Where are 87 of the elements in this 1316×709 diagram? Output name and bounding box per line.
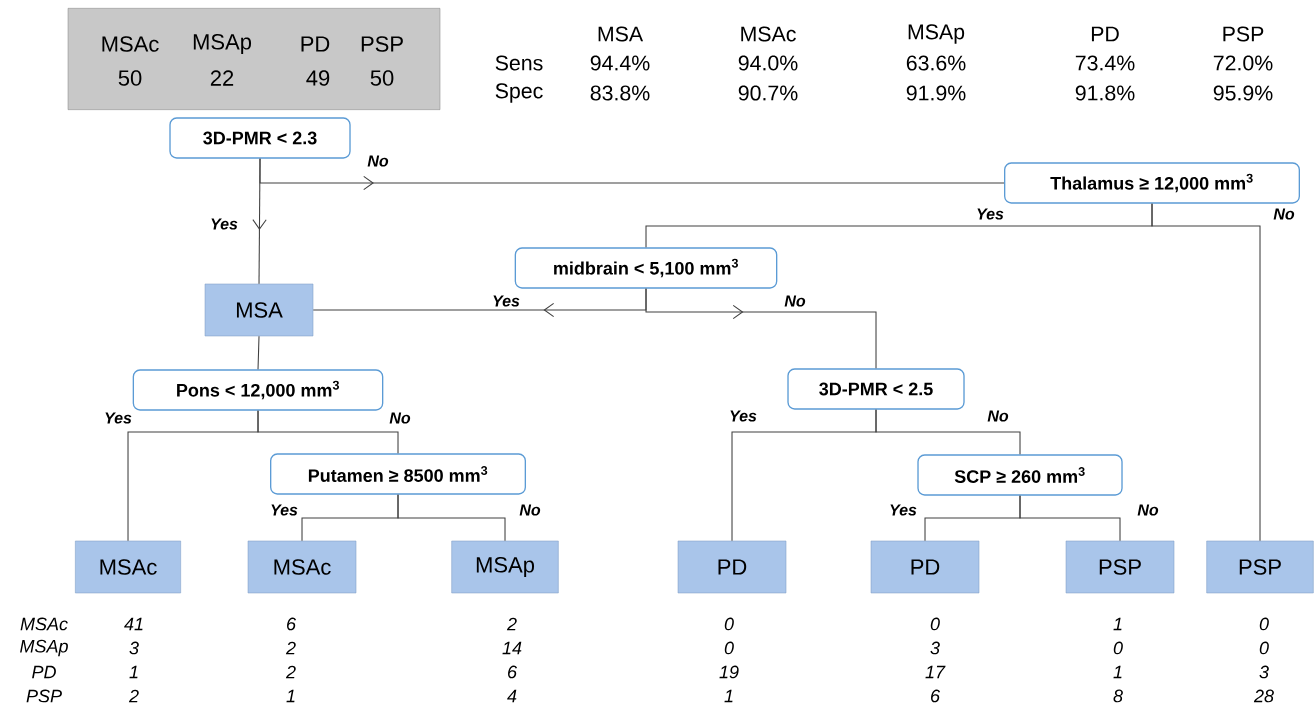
class-box: PSP xyxy=(1206,540,1314,594)
row-header: PD xyxy=(32,665,56,679)
decision-box: midbrain < 5,100 mm$^{3}$ xyxy=(514,247,778,289)
decision-box: Putamen ≥ 8500 mm$^{3}$ xyxy=(270,453,526,495)
count-value: 14 xyxy=(502,641,522,655)
count-value: 3 xyxy=(1259,665,1269,679)
edge-label: Yes xyxy=(974,207,1006,221)
count-value: 19 xyxy=(719,665,739,679)
table-value: 72.0% xyxy=(1213,55,1273,71)
table-value: 63.6% xyxy=(906,55,966,71)
count-value: 0 xyxy=(1259,617,1269,631)
count-value: 2 xyxy=(285,665,296,679)
connector xyxy=(397,494,506,542)
table-value: 94.4% xyxy=(590,55,650,71)
table-value: 91.8% xyxy=(1075,85,1135,101)
row-header: Spec xyxy=(495,83,543,103)
table-value: 95.9% xyxy=(1213,85,1273,101)
count-value: 0 xyxy=(930,617,940,631)
connector xyxy=(259,158,1005,191)
connector xyxy=(1151,203,1261,542)
table-value: 94.0% xyxy=(738,55,798,71)
count-value: 8 xyxy=(1113,689,1123,703)
edge-label: No xyxy=(1136,503,1160,517)
count-value: 17 xyxy=(925,665,946,679)
edge-label: Yes xyxy=(268,503,300,517)
count-value: 1 xyxy=(724,689,733,703)
edge-label: Yes xyxy=(102,411,134,425)
count-box: MSAc MSAp PD PSP 50 22 49 50 xyxy=(67,8,441,110)
class-box: MSAp xyxy=(451,540,559,594)
decision-box: 3D-PMR < 2.5 xyxy=(787,368,965,410)
column-header: MSA xyxy=(598,26,644,42)
column-header: PD xyxy=(1091,26,1119,42)
count-value: 41 xyxy=(124,617,143,631)
count-value: 2 xyxy=(128,689,139,703)
count-value: 3 xyxy=(129,641,139,655)
table-value: 83.8% xyxy=(590,85,650,101)
class-box: PD xyxy=(870,540,980,594)
count-value: 2 xyxy=(285,641,296,655)
column-header: MSAc xyxy=(741,26,796,42)
edge-label: Yes xyxy=(727,409,759,423)
count-value: 3 xyxy=(930,641,940,655)
table-value: 90.7% xyxy=(738,85,798,101)
connector xyxy=(875,409,1021,455)
column-header: PSP xyxy=(1223,26,1264,42)
connector xyxy=(257,410,399,454)
edge-label: Yes xyxy=(887,503,919,517)
column-header: MSAp xyxy=(908,24,965,44)
count-value: 1 xyxy=(1113,617,1122,631)
row-header: MSAc xyxy=(20,617,68,631)
table-value: 73.4% xyxy=(1075,55,1135,71)
count-value: 28 xyxy=(1253,689,1274,703)
class-box: MSAc xyxy=(247,540,357,594)
edge-label: No xyxy=(366,154,390,168)
table-value: 91.9% xyxy=(906,85,966,101)
decision-box: Thalamus ≥ 12,000 mm$^{3}$ xyxy=(1004,162,1300,204)
count-value: 0 xyxy=(1113,641,1123,655)
count-value: 1 xyxy=(1113,665,1122,679)
count-value: 0 xyxy=(724,617,734,631)
connector xyxy=(645,288,877,369)
edge-label: No xyxy=(518,503,542,517)
row-header: PSP xyxy=(26,689,62,703)
count-value: 2 xyxy=(506,617,517,631)
edge-label: Yes xyxy=(490,294,522,308)
count-value: 6 xyxy=(508,665,517,679)
edge-label: No xyxy=(388,411,412,425)
count-value: 0 xyxy=(1259,641,1269,655)
class-box: PD xyxy=(677,540,787,594)
row-header: MSAp xyxy=(20,639,68,657)
decision-box: 3D-PMR < 2.3 xyxy=(169,117,351,159)
count-value: 6 xyxy=(931,689,940,703)
class-box: MSA xyxy=(204,283,314,337)
edge-label: No xyxy=(783,294,807,308)
count-value: 1 xyxy=(129,665,138,679)
row-header: Sens xyxy=(495,55,543,71)
class-box: MSAc xyxy=(75,540,181,594)
count-value: 6 xyxy=(287,617,296,631)
edge-label: No xyxy=(1272,207,1296,221)
edge-label: No xyxy=(986,409,1010,423)
decision-box: Pons < 12,000 mm$^{3}$ xyxy=(132,369,384,411)
class-box: PSP xyxy=(1065,540,1175,594)
decision-box: SCP ≥ 260 mm$^{3}$ xyxy=(917,454,1123,496)
count-value: 1 xyxy=(286,689,295,703)
connector xyxy=(257,335,260,370)
count-value: 0 xyxy=(724,641,734,655)
connector xyxy=(1019,495,1121,542)
edge-label: Yes xyxy=(208,217,240,231)
count-value: 4 xyxy=(507,689,517,703)
